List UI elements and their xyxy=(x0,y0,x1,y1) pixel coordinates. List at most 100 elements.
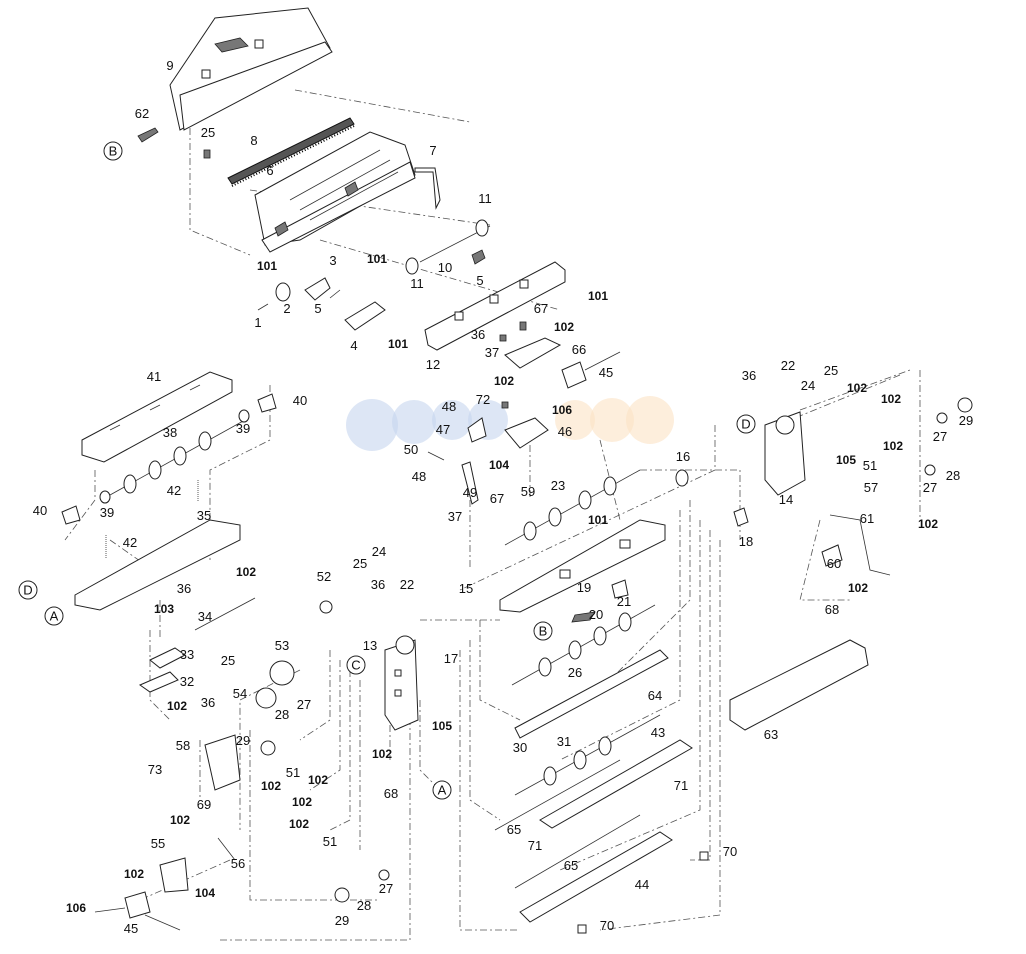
callout-c71a: 71 xyxy=(674,778,688,793)
callout-c48a: 48 xyxy=(442,399,456,414)
callout-c102o: 102 xyxy=(918,517,938,531)
part-54-gear xyxy=(255,687,277,709)
reference-circle-A2: A xyxy=(432,780,452,800)
reference-letter-B1: B xyxy=(109,144,118,159)
part-7-bracket xyxy=(414,167,441,210)
callout-c58: 58 xyxy=(176,738,190,753)
callout-c37a: 37 xyxy=(485,345,499,360)
part-23-roller xyxy=(504,469,641,546)
callout-c4: 4 xyxy=(350,338,357,353)
callout-c43: 43 xyxy=(651,725,665,740)
callout-c42a: 42 xyxy=(167,483,181,498)
callout-c19: 19 xyxy=(577,580,591,595)
watermark-logo xyxy=(346,396,674,451)
part-21-part xyxy=(611,579,629,599)
callout-c45b: 45 xyxy=(124,921,138,936)
callout-c101c: 101 xyxy=(588,289,608,303)
part-34-pin xyxy=(194,597,256,631)
callout-c106a: 106 xyxy=(552,403,572,417)
callout-c102e: 102 xyxy=(372,747,392,761)
callout-c3: 3 xyxy=(329,253,336,268)
callout-c101a: 101 xyxy=(257,259,277,273)
callout-c25a: 25 xyxy=(201,125,215,140)
callout-c106b: 106 xyxy=(66,901,86,915)
part-63-guide xyxy=(729,639,869,731)
callout-c8: 8 xyxy=(250,133,257,148)
part-13-side-plate xyxy=(384,635,419,731)
callout-c71b: 71 xyxy=(528,838,542,853)
reference-circle-B1: B xyxy=(103,141,123,161)
callout-c47: 47 xyxy=(436,422,450,437)
callout-c48b: 48 xyxy=(412,469,426,484)
callout-c14: 14 xyxy=(779,492,793,507)
callout-c72: 72 xyxy=(476,392,490,407)
callout-c105a: 105 xyxy=(432,719,452,733)
part-27-collar xyxy=(936,412,948,424)
part-32-bracket xyxy=(138,671,179,693)
part-55-bracket xyxy=(159,857,189,893)
callout-c46: 46 xyxy=(558,424,572,439)
reference-letter-A1: A xyxy=(50,609,59,624)
callout-c21: 21 xyxy=(617,594,631,609)
callout-c102g: 102 xyxy=(261,779,281,793)
part-53-gear xyxy=(269,660,295,686)
callout-c102p: 102 xyxy=(848,581,868,595)
callout-c54: 54 xyxy=(233,686,247,701)
part-70-clip xyxy=(699,851,709,861)
callout-c29b: 29 xyxy=(335,913,349,928)
callout-c102n: 102 xyxy=(883,439,903,453)
callout-c102a: 102 xyxy=(554,320,574,334)
reference-circle-D2: D xyxy=(736,414,756,434)
part-25-clip xyxy=(203,149,211,159)
callout-c68b: 68 xyxy=(825,602,839,617)
callout-c57: 57 xyxy=(864,480,878,495)
callout-c32: 32 xyxy=(180,674,194,689)
callout-c104b: 104 xyxy=(195,886,215,900)
part-70-clip-lower xyxy=(577,924,587,934)
callout-c63: 63 xyxy=(764,727,778,742)
callout-c105b: 105 xyxy=(836,453,856,467)
callout-c27c: 27 xyxy=(933,429,947,444)
part-38-roller-shaft xyxy=(99,409,250,504)
part-29-gear-lower xyxy=(334,887,350,903)
callout-c36e: 36 xyxy=(742,368,756,383)
callout-c39b: 39 xyxy=(100,505,114,520)
callout-c102k: 102 xyxy=(124,867,144,881)
callout-c10: 10 xyxy=(438,260,452,275)
callout-c101d: 101 xyxy=(388,337,408,351)
part-43-guide xyxy=(539,739,693,829)
callout-c51c: 51 xyxy=(863,458,877,473)
callout-c52: 52 xyxy=(317,569,331,584)
callout-c102d: 102 xyxy=(167,699,187,713)
part-27-collar-lower xyxy=(924,464,936,476)
callout-c68a: 68 xyxy=(384,786,398,801)
callout-c28c: 28 xyxy=(946,468,960,483)
callout-c55: 55 xyxy=(151,836,165,851)
callout-c28a: 28 xyxy=(275,707,289,722)
callout-c65a: 65 xyxy=(507,822,521,837)
reference-letter-D2: D xyxy=(741,417,750,432)
callout-c102j: 102 xyxy=(289,817,309,831)
callout-c67a: 67 xyxy=(534,301,548,316)
part-14-right-plate xyxy=(764,411,806,496)
callout-c2: 2 xyxy=(283,301,290,316)
callout-c22a: 22 xyxy=(400,577,414,592)
callout-c5a: 5 xyxy=(476,273,483,288)
callout-c25b: 25 xyxy=(353,556,367,571)
part-52-gear xyxy=(319,600,333,614)
part-58-bracket xyxy=(204,734,241,791)
part-41-top-rail xyxy=(81,371,233,463)
callout-c13: 13 xyxy=(363,638,377,653)
callout-c16: 16 xyxy=(676,449,690,464)
part-8-brush-strip xyxy=(227,117,355,187)
reference-circle-C1: C xyxy=(346,655,366,675)
part-65-strip xyxy=(494,759,621,831)
callout-c62: 62 xyxy=(135,106,149,121)
callout-c24a: 24 xyxy=(372,544,386,559)
callout-c61: 61 xyxy=(860,511,874,526)
part-62-latch xyxy=(137,127,159,143)
callout-c5b: 5 xyxy=(314,301,321,316)
part-45-solenoid-lower xyxy=(94,891,181,931)
